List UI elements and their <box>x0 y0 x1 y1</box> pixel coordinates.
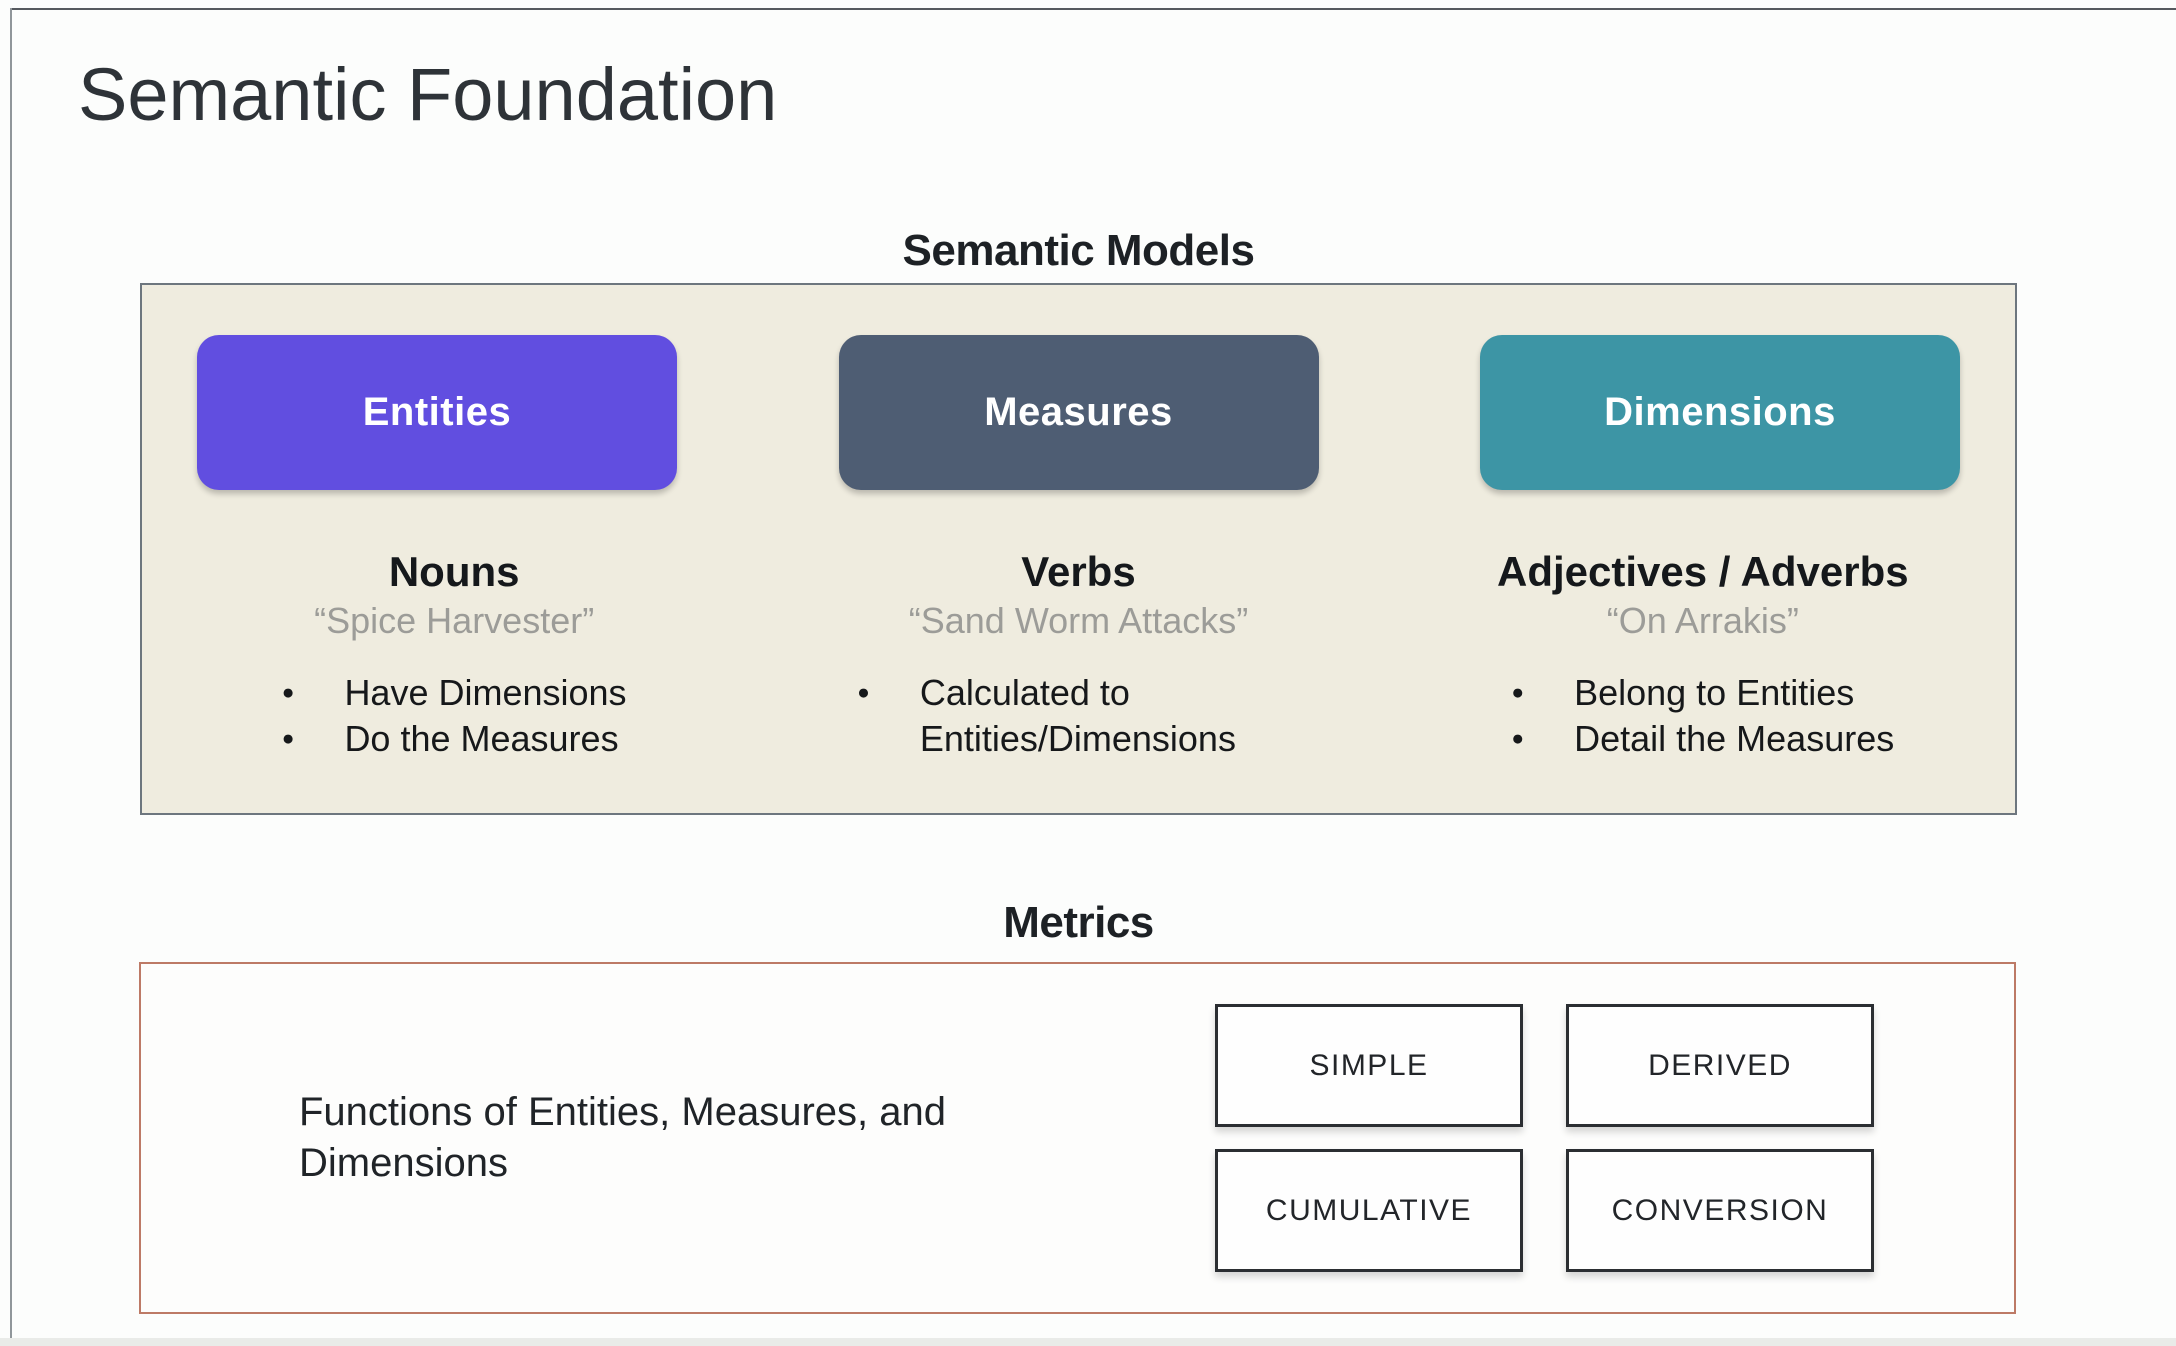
metrics-panel: Functions of Entities, Measures, and Dim… <box>139 962 2016 1314</box>
column-measures: Verbs “Sand Worm Attacks” Calculated to … <box>766 490 1390 762</box>
page-title: Semantic Foundation <box>78 53 778 136</box>
semantic-models-heading: Semantic Models <box>902 226 1255 275</box>
bullet-item: Belong to Entities <box>1511 670 1894 716</box>
bullet-item: Calculated to Entities/Dimensions <box>857 670 1300 762</box>
metric-type-grid: SIMPLE DERIVED CUMULATIVE CONVERSION <box>1215 1004 1874 1272</box>
metric-type-cumulative: CUMULATIVE <box>1215 1149 1523 1272</box>
bullet-text: Belong to Entities <box>1574 672 1855 713</box>
column-subtitle: Nouns <box>388 548 520 595</box>
pill-entities: Entities <box>197 335 677 490</box>
bullet-list: Calculated to Entities/Dimensions <box>857 670 1300 762</box>
column-quote: “On Arrakis” <box>1606 600 1799 641</box>
pill-row: Entities Measures Dimensions <box>142 285 2015 490</box>
bottom-edge-strip <box>0 1338 2176 1346</box>
model-columns: Nouns “Spice Harvester” Have Dimensions … <box>142 490 2015 762</box>
window-frame-left <box>10 8 12 1346</box>
column-entities: Nouns “Spice Harvester” Have Dimensions … <box>142 490 766 762</box>
bullet-item: Have Dimensions <box>282 670 627 716</box>
window-frame-top <box>10 8 2176 10</box>
bullet-item: Detail the Measures <box>1511 716 1894 762</box>
metrics-description: Functions of Entities, Measures, and Dim… <box>299 1090 946 1185</box>
pill-entities-label: Entities <box>362 390 512 434</box>
bullet-text: Detail the Measures <box>1574 718 1895 759</box>
bullet-list: Belong to Entities Detail the Measures <box>1511 670 1894 762</box>
pill-measures-label: Measures <box>984 390 1173 434</box>
metric-type-derived: DERIVED <box>1566 1004 1874 1127</box>
bullet-item: Do the Measures <box>282 716 627 762</box>
metric-type-simple: SIMPLE <box>1215 1004 1523 1127</box>
bullet-text: Calculated to Entities/Dimensions <box>919 672 1236 759</box>
pill-dimensions: Dimensions <box>1480 335 1960 490</box>
pill-measures: Measures <box>838 335 1319 490</box>
bullet-text: Do the Measures <box>344 718 619 759</box>
semantic-models-panel: Entities Measures Dimensions Nouns “Spic… <box>140 283 2017 815</box>
bullet-list: Have Dimensions Do the Measures <box>282 670 627 762</box>
column-quote: “Sand Worm Attacks” <box>908 600 1249 641</box>
metrics-heading: Metrics <box>1003 898 1154 947</box>
column-subtitle: Adjectives / Adverbs <box>1497 548 1909 595</box>
pill-dimensions-label: Dimensions <box>1604 390 1836 434</box>
column-quote: “Spice Harvester” <box>314 600 595 641</box>
column-subtitle: Verbs <box>1021 548 1136 595</box>
metric-type-conversion: CONVERSION <box>1566 1149 1874 1272</box>
column-dimensions: Adjectives / Adverbs “On Arrakis” Belong… <box>1391 490 2015 762</box>
bullet-text: Have Dimensions <box>344 672 627 713</box>
